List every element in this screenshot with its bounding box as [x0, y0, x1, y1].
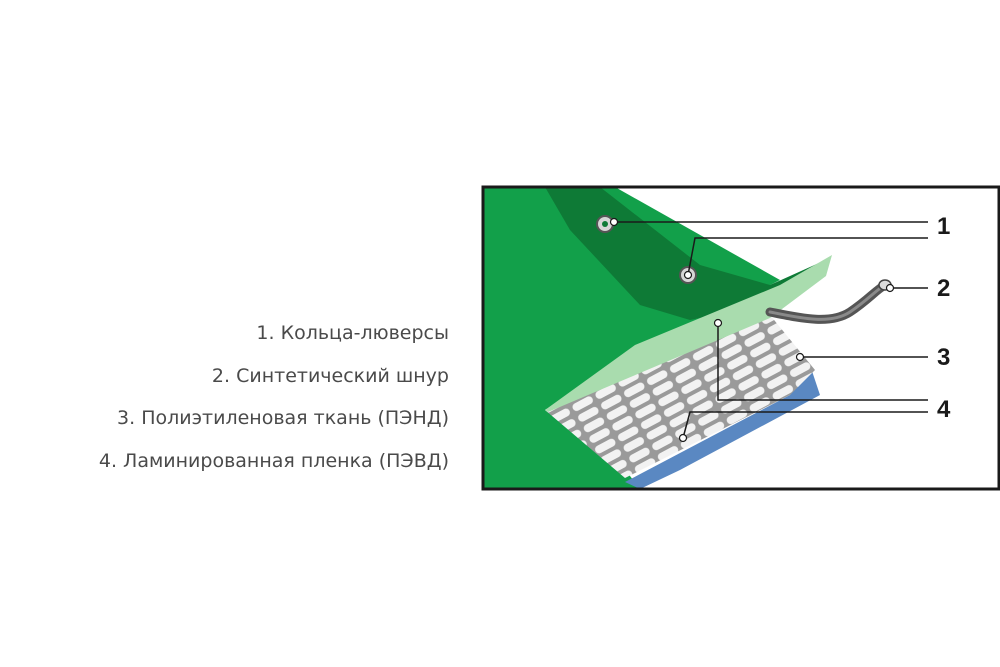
laminated-film-layer — [625, 365, 820, 489]
laminate-edge — [545, 255, 832, 412]
callout-3: 3 — [937, 344, 950, 371]
tarp-surface — [483, 187, 780, 489]
leader-dots — [609, 217, 895, 443]
leader-lines — [614, 221, 928, 439]
callout-2: 2 — [937, 275, 950, 302]
woven-fabric-layer — [545, 315, 815, 478]
diagram-frame — [481, 185, 1000, 491]
legend-item-cord: 2. Синтетический шнур — [211, 364, 449, 387]
callout-4: 4 — [937, 396, 951, 423]
legend-item-film: 4. Ламинированная пленка (ПЭВД) — [98, 449, 449, 472]
callout-1: 1 — [937, 213, 950, 240]
legend-item-fabric: 3. Полиэтиленовая ткань (ПЭНД) — [117, 407, 449, 429]
legend: 1. Кольца-люверсы 2. Синтетический шнур … — [0, 312, 449, 482]
legend-item-grommets: 1. Кольца-люверсы — [256, 322, 449, 344]
